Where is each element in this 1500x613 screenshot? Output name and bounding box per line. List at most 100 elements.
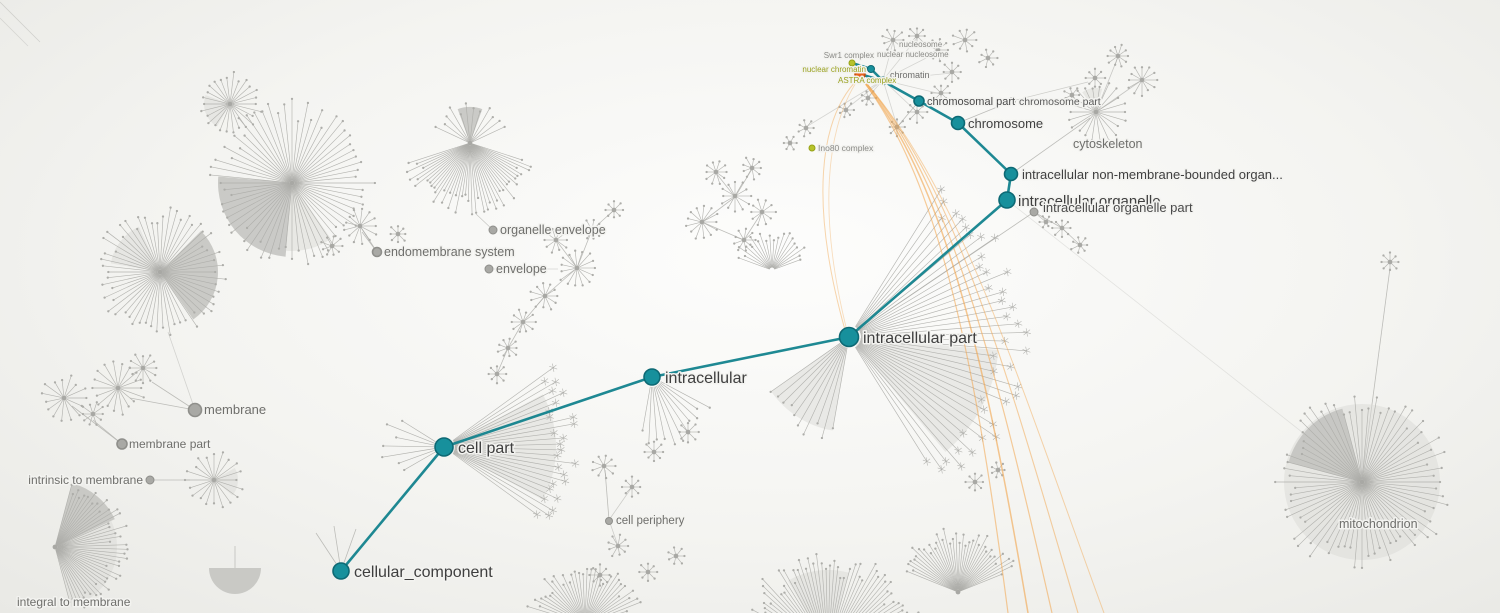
go-term-cluster[interactable] <box>638 562 659 582</box>
node-swr1_node[interactable] <box>848 59 856 67</box>
node-cellular_component[interactable] <box>332 562 350 580</box>
go-term-cluster[interactable] <box>183 451 244 509</box>
go-term-cluster[interactable] <box>607 533 630 558</box>
go-term-cluster[interactable] <box>1038 215 1053 229</box>
node-envelope_node[interactable] <box>484 264 494 274</box>
node-cell_part[interactable] <box>434 437 454 457</box>
node-endomembrane_node[interactable] <box>371 246 383 258</box>
go-term-cluster[interactable] <box>1070 236 1089 254</box>
go-term-cluster[interactable] <box>320 235 344 256</box>
go-term-cluster[interactable] <box>782 135 798 151</box>
go-term-cluster[interactable] <box>40 374 88 422</box>
go-term-cluster[interactable] <box>685 204 719 240</box>
go-term-cluster[interactable] <box>1068 82 1127 142</box>
go-term-cluster[interactable] <box>128 353 158 385</box>
go-term-cluster[interactable] <box>209 97 377 266</box>
node-intracellular[interactable] <box>643 368 661 386</box>
go-term-cluster[interactable] <box>588 563 611 587</box>
go-term-cluster[interactable] <box>1051 219 1072 238</box>
go-term-cluster[interactable] <box>641 381 711 446</box>
go-term-cluster[interactable] <box>209 568 261 594</box>
go-term-cluster[interactable] <box>510 308 537 333</box>
go-term-cluster[interactable] <box>579 218 604 240</box>
go-term-cluster[interactable] <box>907 27 926 47</box>
cluster-spoke <box>1363 483 1416 546</box>
go-term-cluster[interactable] <box>1106 43 1130 68</box>
go-term-cluster[interactable] <box>444 363 580 520</box>
tree-edge <box>129 397 196 411</box>
cluster-spoke <box>122 236 159 271</box>
go-term-cluster[interactable] <box>559 249 597 287</box>
go-term-cluster[interactable] <box>750 198 778 227</box>
go-term-cluster[interactable] <box>769 337 849 440</box>
go-term-cluster[interactable] <box>667 546 686 565</box>
leaf-dot <box>981 480 985 484</box>
go-term-cluster[interactable] <box>1084 67 1107 88</box>
go-term-cluster[interactable] <box>529 282 559 311</box>
go-term-cluster[interactable] <box>930 84 951 102</box>
node-chromatin_node[interactable] <box>878 76 888 86</box>
node-intracellular_part[interactable] <box>838 326 860 348</box>
go-term-cluster[interactable] <box>526 567 642 613</box>
go-term-cluster[interactable] <box>620 475 642 498</box>
node-chromosomal_part[interactable] <box>913 95 925 107</box>
go-term-cluster[interactable] <box>52 483 129 609</box>
leaf-dot <box>408 178 412 181</box>
node-nucleosome_node[interactable] <box>854 68 866 80</box>
go-term-cluster[interactable] <box>381 419 436 472</box>
go-term-cluster[interactable] <box>928 37 950 63</box>
go-term-cluster[interactable] <box>91 360 145 416</box>
go-term-cluster[interactable] <box>1127 66 1159 98</box>
go-term-cluster[interactable] <box>737 232 806 270</box>
go-term-cluster[interactable] <box>1380 251 1400 272</box>
node-ino80_node[interactable] <box>808 144 816 152</box>
node-intracellular_nmb_organelle[interactable] <box>1003 166 1019 182</box>
node-intrinsic_node[interactable] <box>145 475 155 485</box>
go-term-cluster[interactable] <box>496 337 518 358</box>
go-term-cluster[interactable] <box>797 119 815 138</box>
go-term-cluster[interactable] <box>705 160 728 185</box>
go-term-cluster[interactable] <box>81 401 104 426</box>
go-term-cluster[interactable] <box>942 61 962 84</box>
go-term-cluster[interactable] <box>591 454 617 480</box>
go-term-cluster[interactable] <box>721 180 753 213</box>
node-membrane_part_node[interactable] <box>116 438 128 450</box>
go-term-cluster[interactable] <box>1063 87 1081 104</box>
go-term-cluster[interactable] <box>733 227 757 252</box>
go-term-cluster[interactable] <box>434 102 506 143</box>
node-organelle_envelope_node[interactable] <box>488 225 498 235</box>
go-term-cluster[interactable] <box>343 207 378 246</box>
go-term-cluster[interactable] <box>838 102 856 119</box>
go-term-cluster[interactable] <box>978 48 999 69</box>
leaf-dot <box>227 458 230 461</box>
go-term-cluster[interactable] <box>905 527 1015 595</box>
go-term-cluster[interactable] <box>881 28 905 52</box>
cluster-spoke <box>556 242 560 250</box>
go-term-cluster[interactable] <box>990 461 1006 479</box>
go-term-cluster[interactable] <box>487 365 508 385</box>
leaf-dot <box>616 572 620 575</box>
go-term-cluster[interactable] <box>543 227 569 254</box>
node-cell_periphery_node[interactable] <box>605 517 613 525</box>
node-membrane_node[interactable] <box>187 402 203 418</box>
go-term-cluster[interactable] <box>643 440 665 463</box>
go-term-cluster[interactable] <box>100 206 227 337</box>
go-term-cluster[interactable] <box>389 225 407 244</box>
node-chromosome[interactable] <box>950 115 966 131</box>
go-term-cluster[interactable] <box>849 185 1031 474</box>
go-term-cluster[interactable] <box>678 422 700 444</box>
go-term-cluster[interactable] <box>200 70 263 134</box>
node-nuclear_chromatin_node[interactable] <box>867 65 875 73</box>
go-term-cluster[interactable] <box>604 200 625 219</box>
go-term-cluster[interactable] <box>744 552 920 613</box>
go-term-cluster[interactable] <box>964 472 985 492</box>
leaf-dot <box>1083 249 1086 252</box>
node-intracellular_organelle[interactable] <box>998 191 1016 209</box>
go-term-cluster[interactable] <box>951 28 978 53</box>
go-term-cluster[interactable] <box>405 107 532 216</box>
go-term-cluster[interactable] <box>1274 395 1449 570</box>
go-term-cluster[interactable] <box>742 156 762 181</box>
node-organelle_part[interactable] <box>1029 207 1039 217</box>
node-chromosome_part[interactable] <box>1008 97 1016 105</box>
